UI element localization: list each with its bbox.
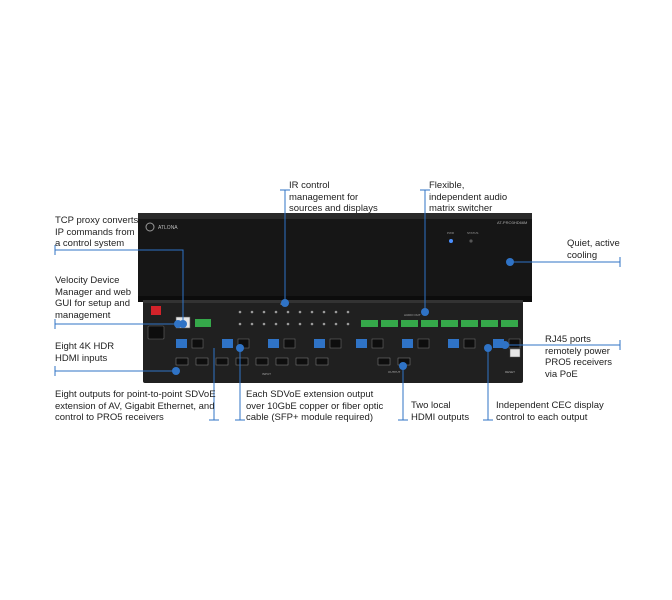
callout-cooling: Quiet, active cooling: [567, 238, 620, 261]
hdmi-output-ports: [377, 357, 411, 366]
atlona-logo-icon: [145, 222, 155, 232]
front-panel: ATLONA AT-PRO3HD66M PWR STATUS: [138, 213, 532, 302]
led-label-status: STATUS: [467, 231, 478, 235]
callout-cec: Independent CEC display control to each …: [496, 400, 604, 423]
callout-rj45: RJ45 ports remotely power PRO5 receivers…: [545, 334, 613, 380]
power-led-icon: [449, 239, 453, 243]
power-switch-icon: [151, 306, 161, 315]
callout-two-hdmi: Two local HDMI outputs: [411, 400, 470, 423]
rear-panel: IR AUDIO OUT INPUT OUTPUT RESET: [143, 300, 523, 383]
rear-label-reset: RESET: [505, 370, 515, 374]
callout-velocity: Velocity Device Manager and web GUI for …: [55, 275, 132, 321]
power-inlet-icon: [147, 325, 165, 340]
leader-tcp: [55, 249, 184, 324]
ir-ports: [238, 310, 350, 326]
led-label-pwr: PWR: [447, 231, 455, 235]
callout-tcp: TCP proxy converts IP commands from a co…: [55, 215, 139, 249]
rear-label-output: OUTPUT: [388, 370, 401, 374]
leader-dots: [172, 258, 514, 375]
callout-each-sdvoe: Each SDVoE extension output over 10GbE c…: [246, 389, 384, 423]
callout-sdvoe: Eight outputs for point-to-point SDVoE e…: [55, 389, 216, 423]
hdmi-input-ports: [175, 357, 329, 366]
rear-label-audio: AUDIO OUT: [404, 313, 421, 317]
aux-lan-port-icon: [509, 348, 521, 358]
callout-ir: IR control management for sources and di…: [289, 180, 378, 214]
rs232-terminal-icon: [195, 319, 211, 327]
sfp-cages: [191, 338, 521, 349]
callout-hdmi-inputs: Eight 4K HDR HDMI inputs: [55, 341, 115, 364]
front-brand: ATLONA: [158, 225, 178, 231]
leader-lines: [55, 190, 621, 420]
rj45-ports: [176, 339, 504, 348]
front-model: AT-PRO3HD66M: [497, 220, 527, 225]
callout-audio: Flexible, independent audio matrix switc…: [429, 180, 508, 214]
status-led-icon: [469, 239, 473, 243]
rear-label-input: INPUT: [262, 372, 271, 376]
leader-ticks: [54, 189, 493, 421]
audio-terminals: [361, 320, 518, 327]
